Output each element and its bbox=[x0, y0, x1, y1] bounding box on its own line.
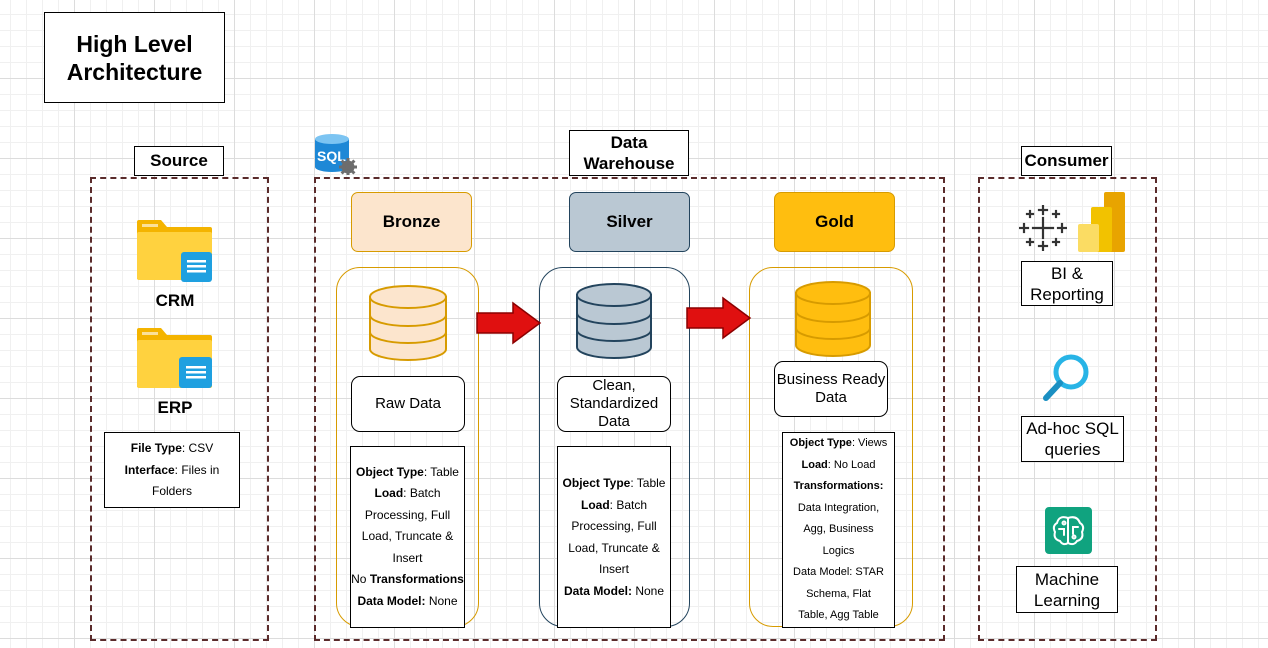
file-type-key: File Type bbox=[130, 441, 182, 455]
bronze-object-type-value: : Table bbox=[423, 464, 459, 479]
ai-brain-icon bbox=[1045, 507, 1092, 554]
diagram-title-line1: High Level bbox=[76, 30, 193, 57]
gold-object-type-key: Object Type bbox=[789, 437, 852, 450]
bronze-load-value: : Batch Processing, Full Load, Truncate … bbox=[361, 486, 454, 565]
bronze-details-box: Object Type: Table Load: Batch Processin… bbox=[350, 446, 465, 628]
gold-load-value: : No Load bbox=[827, 458, 876, 471]
gold-details-box: Object Type: Views Load: No Load Transfo… bbox=[782, 432, 895, 628]
silver-to-gold-arrow bbox=[686, 296, 752, 340]
sql-icon-text: SQL bbox=[317, 148, 346, 164]
source-section bbox=[90, 177, 269, 641]
bronze-transform-key: Transformations bbox=[369, 572, 464, 587]
gold-database-icon bbox=[792, 281, 874, 359]
gold-data-label: Business Ready Data bbox=[774, 361, 888, 417]
gold-transform-value: Data Integration, Agg, Business Logics bbox=[797, 501, 880, 557]
bi-reporting-label: BI & Reporting bbox=[1021, 261, 1113, 306]
bronze-data-model-key: Data Model: bbox=[357, 593, 426, 608]
silver-data-label: Clean, Standardized Data bbox=[557, 376, 671, 432]
interface-key: Interface bbox=[124, 462, 175, 477]
gold-load-key: Load bbox=[801, 458, 828, 471]
diagram-title: High Level Architecture bbox=[44, 12, 225, 103]
magnifier-icon bbox=[1040, 352, 1092, 404]
bronze-data-label: Raw Data bbox=[351, 376, 465, 432]
silver-load-value: : Batch Processing, Full Load, Truncate … bbox=[568, 497, 660, 577]
gold-transform-key: Transformations: bbox=[793, 480, 884, 493]
tableau-icon bbox=[1019, 205, 1067, 251]
gold-object-type-value: : Views bbox=[851, 437, 888, 450]
gold-data-model-text: Data Model: STAR Schema, Flat Table, Agg… bbox=[793, 566, 884, 622]
bronze-layer-label: Bronze bbox=[351, 192, 472, 252]
diagram-title-line2: Architecture bbox=[66, 58, 203, 85]
silver-details-box: Object Type: Table Load: Batch Processin… bbox=[557, 446, 671, 628]
erp-folder-icon bbox=[136, 327, 214, 390]
warehouse-label-line2: Warehouse bbox=[583, 154, 675, 173]
file-type-value: : CSV bbox=[181, 441, 214, 455]
silver-load-key: Load bbox=[580, 497, 610, 512]
powerbi-icon bbox=[1077, 191, 1127, 253]
bronze-transform-prefix: No bbox=[351, 572, 370, 587]
silver-layer-label: Silver bbox=[569, 192, 690, 252]
adhoc-sql-label: Ad-hoc SQL queries bbox=[1021, 416, 1124, 462]
warehouse-section-label: Data Warehouse bbox=[569, 130, 689, 176]
consumer-section bbox=[978, 177, 1157, 641]
crm-label: CRM bbox=[155, 291, 195, 310]
interface-value: : Files in Folders bbox=[151, 462, 220, 499]
source-details-box: File Type: CSV Interface: Files in Folde… bbox=[104, 432, 240, 508]
warehouse-section bbox=[314, 177, 945, 641]
bronze-database-icon bbox=[366, 285, 450, 363]
bronze-data-model-value: None bbox=[425, 593, 458, 608]
silver-object-type-key: Object Type bbox=[562, 476, 631, 490]
machine-learning-label: Machine Learning bbox=[1016, 566, 1118, 613]
crm-folder-icon bbox=[136, 219, 214, 282]
silver-data-model-value: None bbox=[631, 583, 665, 598]
bronze-to-silver-arrow bbox=[476, 301, 542, 345]
bronze-object-type-key: Object Type bbox=[356, 464, 424, 479]
warehouse-label-line1: Data bbox=[610, 133, 648, 152]
silver-database-icon bbox=[573, 283, 655, 361]
sql-database-icon: SQL bbox=[312, 133, 358, 175]
silver-data-model-key: Data Model: bbox=[563, 583, 632, 598]
bronze-load-key: Load bbox=[374, 486, 404, 501]
gold-layer-label: Gold bbox=[774, 192, 895, 252]
erp-label: ERP bbox=[157, 398, 193, 417]
silver-object-type-value: : Table bbox=[630, 476, 666, 490]
consumer-section-label: Consumer bbox=[1021, 146, 1112, 176]
source-section-label: Source bbox=[134, 146, 224, 176]
